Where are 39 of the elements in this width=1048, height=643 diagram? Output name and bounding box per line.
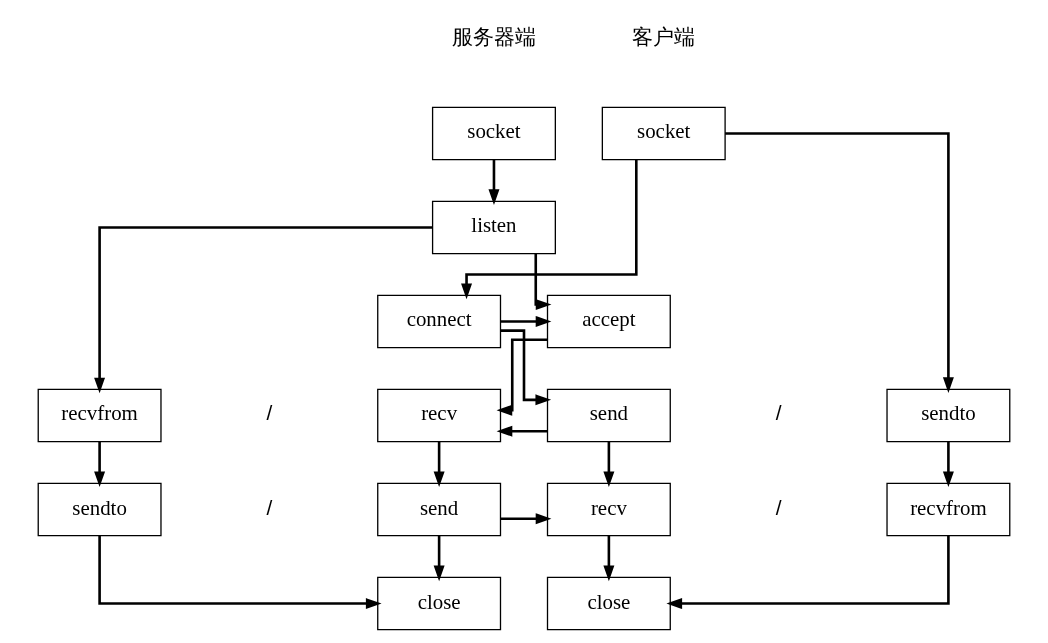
node-box: close bbox=[546, 576, 671, 631]
node-box: accept bbox=[546, 294, 671, 349]
node-box: recv bbox=[546, 482, 671, 537]
arrow bbox=[433, 535, 445, 582]
arrow bbox=[500, 329, 552, 406]
node-box: recvfrom bbox=[886, 482, 1011, 537]
arrow bbox=[725, 132, 954, 393]
node-box: sendto bbox=[886, 388, 1011, 443]
label: 服务器端 bbox=[451, 25, 536, 49]
arrow bbox=[94, 441, 106, 488]
node-box: connect bbox=[377, 294, 502, 349]
label: / bbox=[266, 495, 273, 519]
arrow bbox=[603, 535, 615, 582]
node-box: recvfrom bbox=[37, 388, 162, 443]
node-box: recv bbox=[377, 388, 502, 443]
arrow bbox=[496, 338, 548, 416]
arrow bbox=[433, 441, 445, 488]
label: / bbox=[775, 401, 782, 425]
node-box: send bbox=[377, 482, 502, 537]
arrow bbox=[534, 254, 552, 310]
node-box: sendto bbox=[37, 482, 162, 537]
node-box: close bbox=[377, 576, 502, 631]
arrow bbox=[496, 425, 548, 437]
arrow bbox=[603, 441, 615, 488]
arrow bbox=[942, 441, 954, 488]
arrow bbox=[488, 159, 500, 206]
arrow bbox=[500, 513, 552, 525]
label: / bbox=[266, 401, 273, 425]
arrow bbox=[500, 316, 552, 327]
arrow bbox=[666, 535, 950, 610]
arrow bbox=[94, 226, 433, 394]
node-box: socket bbox=[431, 106, 556, 161]
arrow bbox=[98, 535, 382, 610]
node-box: socket bbox=[601, 106, 726, 161]
node-box: listen bbox=[431, 200, 556, 255]
node-box: send bbox=[546, 388, 671, 443]
label: / bbox=[775, 495, 782, 519]
label: 客户端 bbox=[632, 25, 696, 49]
arrow bbox=[461, 159, 638, 300]
